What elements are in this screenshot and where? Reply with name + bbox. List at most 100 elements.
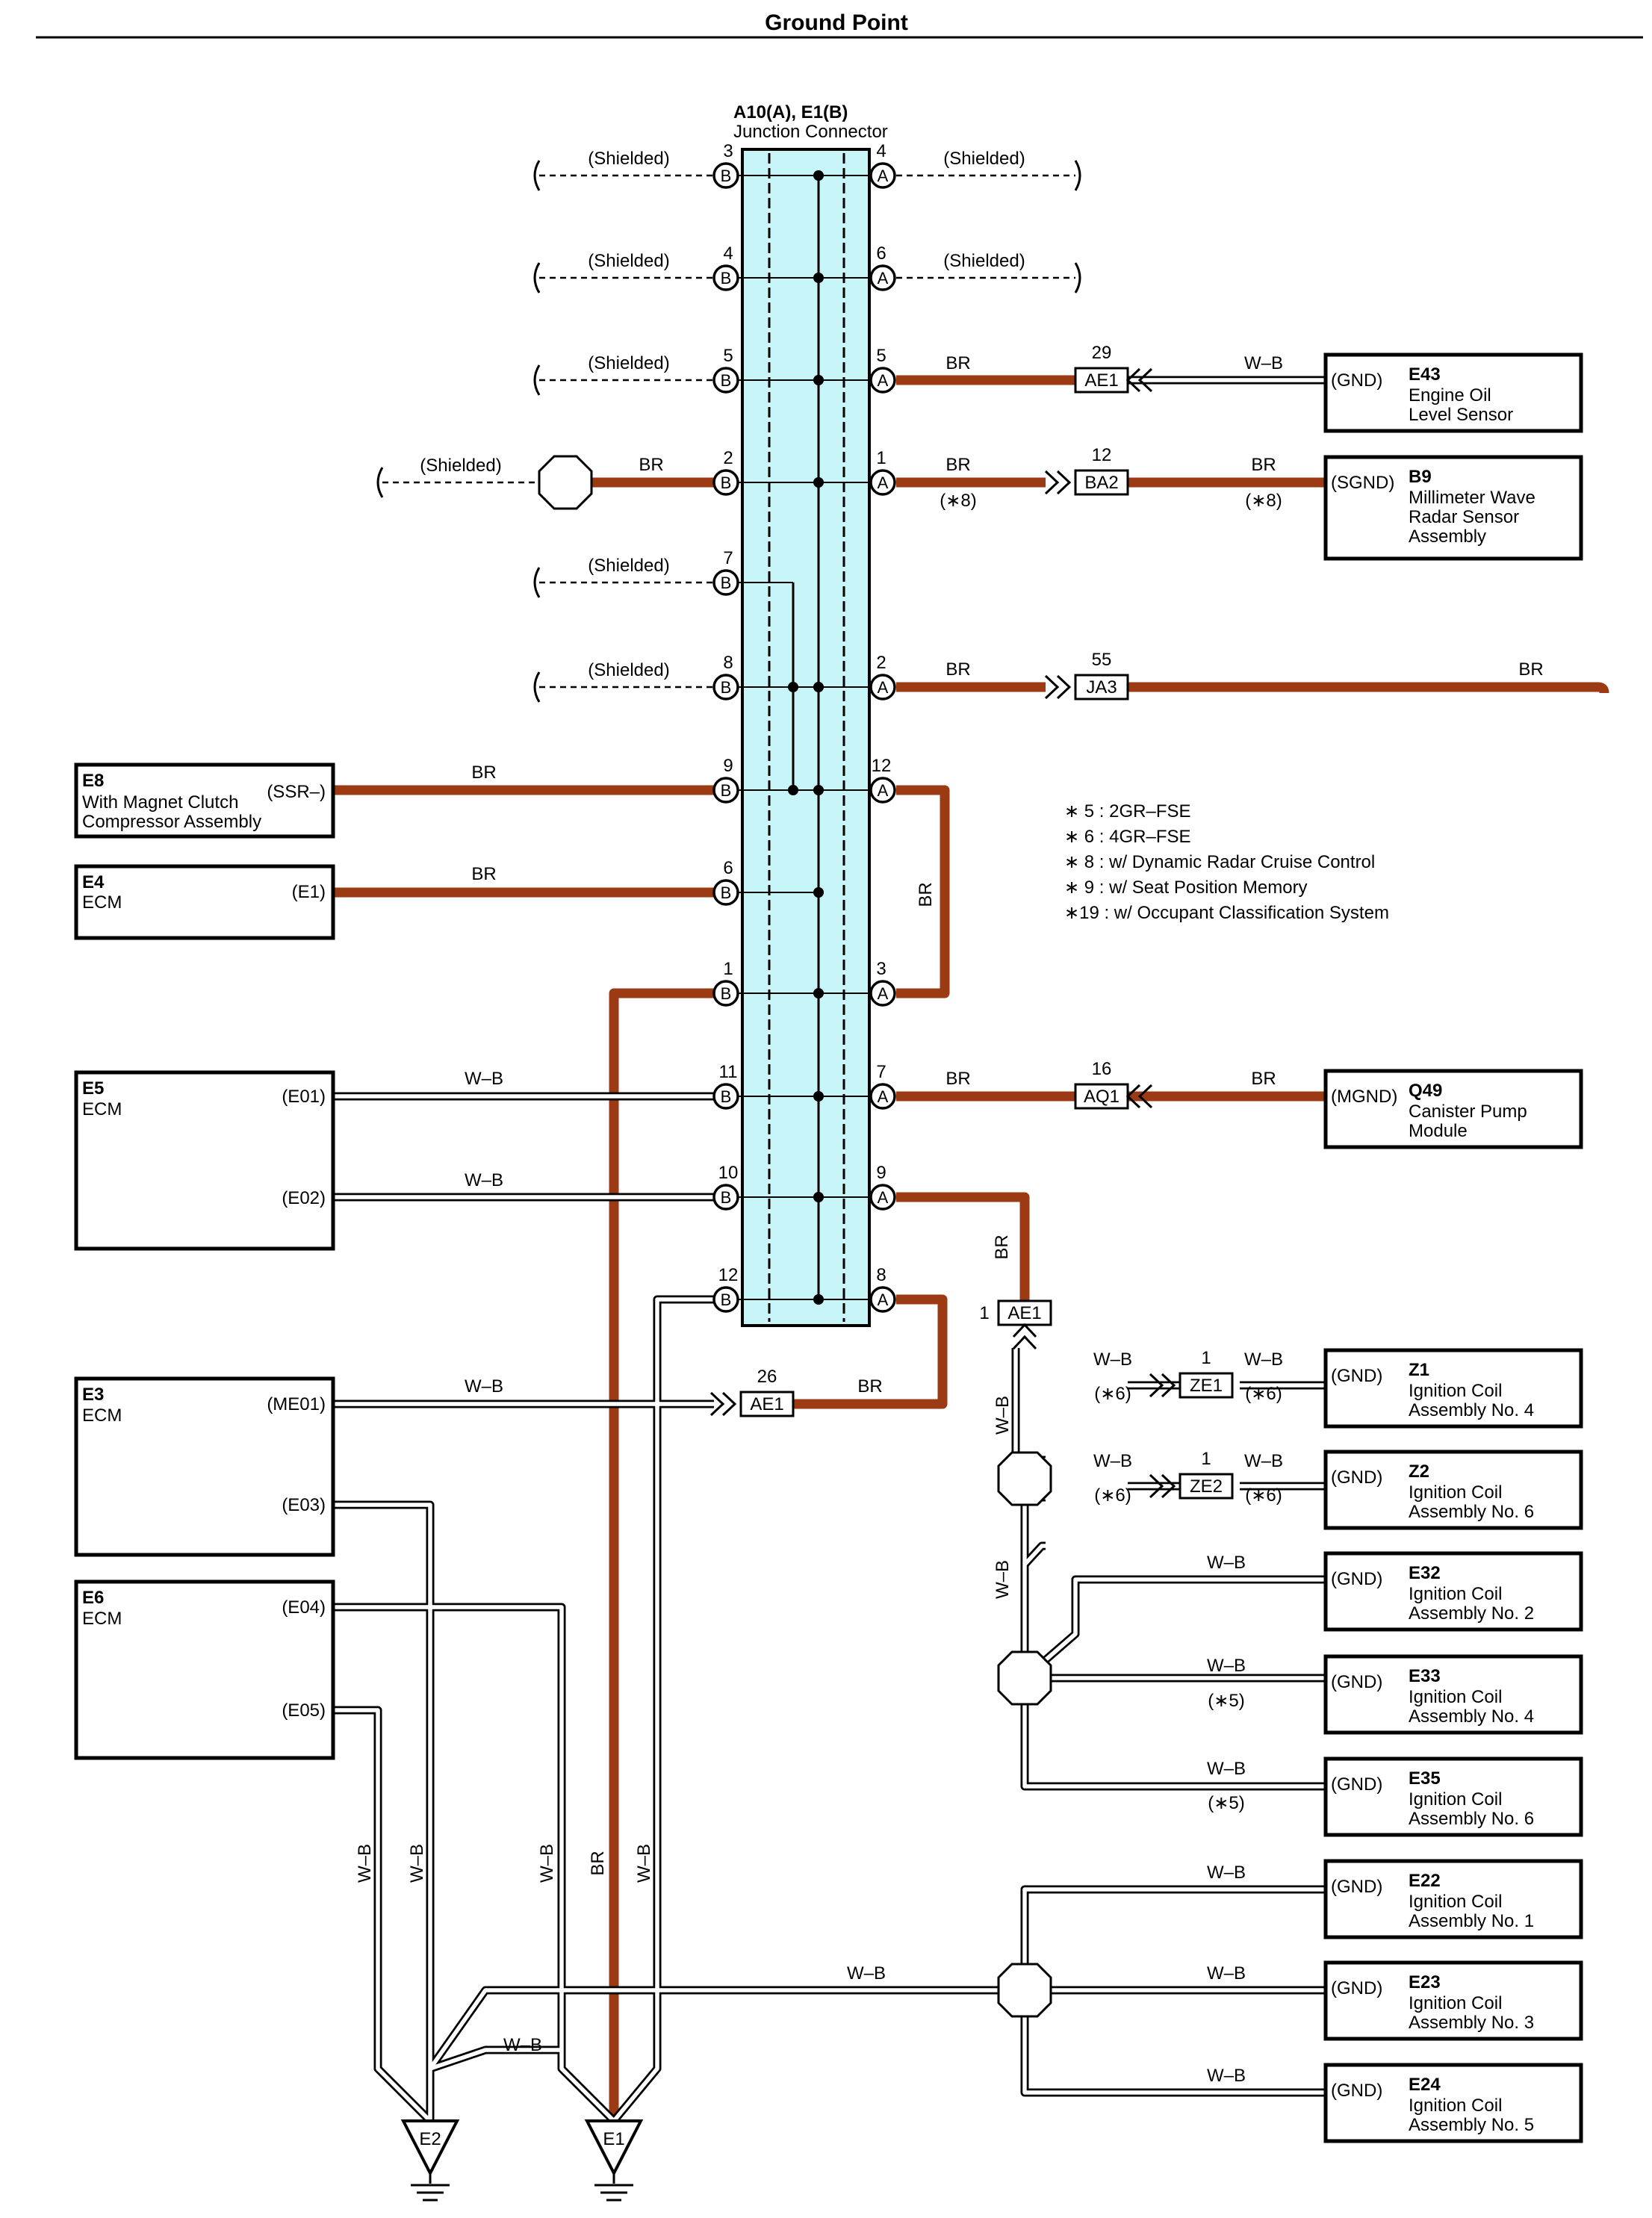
- svg-text:ECM: ECM: [82, 1099, 122, 1119]
- svg-text:E33: E33: [1409, 1666, 1441, 1686]
- connector-ae1-num: 1: [979, 1303, 989, 1323]
- component-e3: E3 ECM (ME01) (E03): [74, 1376, 335, 1557]
- svg-text:2: 2: [876, 653, 886, 673]
- svg-text:Z1: Z1: [1409, 1360, 1429, 1380]
- svg-text:(∗8): (∗8): [1245, 491, 1282, 511]
- svg-text:11: 11: [719, 1062, 738, 1082]
- junction-pin-numbers: 3 4 5 2 7 8 9 6 1 11 10 12 4 6 5 1 2 12 …: [718, 141, 892, 1285]
- svg-text:W–B: W–B: [1207, 1656, 1246, 1676]
- svg-text:(E1): (E1): [292, 882, 326, 902]
- svg-text:Q49: Q49: [1409, 1081, 1442, 1101]
- svg-text:Module: Module: [1409, 1121, 1468, 1141]
- svg-text:BR: BR: [1518, 659, 1543, 680]
- svg-text:ECM: ECM: [82, 1405, 122, 1426]
- svg-text:(GND): (GND): [1331, 2081, 1382, 2101]
- svg-text:(E02): (E02): [282, 1188, 326, 1208]
- svg-text:Assembly: Assembly: [1409, 526, 1486, 547]
- connector-ze1-num: 1: [1201, 1348, 1211, 1368]
- svg-text:Z2: Z2: [1409, 1461, 1429, 1482]
- svg-text:W–B: W–B: [465, 1069, 503, 1089]
- svg-text:Ignition Coil: Ignition Coil: [1409, 1892, 1502, 1912]
- svg-text:(E04): (E04): [282, 1597, 326, 1618]
- svg-text:(GND): (GND): [1331, 1774, 1382, 1795]
- svg-text:ECM: ECM: [82, 1609, 122, 1629]
- svg-text:(∗6): (∗6): [1094, 1485, 1131, 1506]
- svg-text:W–B: W–B: [465, 1170, 503, 1190]
- svg-text:Ignition Coil: Ignition Coil: [1409, 1993, 1502, 2013]
- svg-text:BR: BR: [945, 353, 970, 373]
- svg-text:E1: E1: [603, 2129, 624, 2149]
- svg-text:5: 5: [876, 346, 886, 366]
- svg-text:Canister Pump: Canister Pump: [1409, 1102, 1527, 1122]
- component-e6: E6 ECM (E04) (E05): [74, 1579, 335, 1760]
- inline-connectors: [709, 367, 1234, 1500]
- svg-text:B9: B9: [1409, 467, 1432, 487]
- svg-text:Assembly No. 6: Assembly No. 6: [1409, 1809, 1534, 1829]
- svg-text:Assembly No. 5: Assembly No. 5: [1409, 2115, 1534, 2135]
- svg-text:E22: E22: [1409, 1871, 1441, 1891]
- svg-text:BR: BR: [945, 659, 970, 680]
- svg-text:Compressor Assembly: Compressor Assembly: [82, 812, 261, 832]
- svg-text:(ME01): (ME01): [267, 1394, 326, 1414]
- svg-text:E35: E35: [1409, 1768, 1441, 1789]
- svg-text:BR: BR: [471, 762, 496, 783]
- shielded-wires-left: [376, 160, 714, 703]
- svg-text:Radar Sensor: Radar Sensor: [1409, 507, 1519, 527]
- svg-text:4: 4: [876, 141, 886, 161]
- svg-text:3: 3: [723, 141, 733, 161]
- svg-text:(MGND): (MGND): [1331, 1087, 1397, 1107]
- svg-text:BR: BR: [945, 1069, 970, 1089]
- connector-ae1-name: AE1: [1084, 370, 1118, 391]
- connector-ze1-name: ZE1: [1190, 1376, 1223, 1396]
- connector-ze2-num: 1: [1201, 1449, 1211, 1469]
- svg-text:3: 3: [876, 959, 886, 979]
- shielded-label: (Shielded): [588, 556, 669, 576]
- svg-text:(∗6): (∗6): [1094, 1384, 1131, 1404]
- svg-text:W–B: W–B: [993, 1396, 1013, 1435]
- svg-text:(GND): (GND): [1331, 1366, 1382, 1386]
- svg-text:Engine Oil: Engine Oil: [1409, 385, 1491, 406]
- svg-text:(E05): (E05): [282, 1700, 326, 1721]
- svg-text:1: 1: [723, 959, 733, 979]
- component-e8: E8 (SSR–) With Magnet Clutch Compressor …: [74, 762, 335, 839]
- svg-text:6: 6: [723, 858, 733, 878]
- connector-aq1-num: 16: [1092, 1059, 1112, 1079]
- shielded-label: (Shielded): [420, 456, 501, 476]
- svg-text:8: 8: [723, 653, 733, 673]
- svg-text:Assembly No. 2: Assembly No. 2: [1409, 1603, 1534, 1624]
- svg-text:W–B: W–B: [1093, 1451, 1132, 1471]
- svg-text:W–B: W–B: [1093, 1349, 1132, 1370]
- component-e4: E4 (E1) ECM: [74, 864, 335, 940]
- svg-text:BR: BR: [639, 455, 663, 475]
- svg-text:Ignition Coil: Ignition Coil: [1409, 1482, 1502, 1503]
- svg-text:BR: BR: [1251, 1069, 1276, 1089]
- svg-text:(GND): (GND): [1331, 1978, 1382, 1998]
- ground-e2: E2: [400, 2119, 460, 2202]
- svg-text:E3: E3: [82, 1385, 104, 1405]
- svg-text:(GND): (GND): [1331, 1672, 1382, 1692]
- notes-legend: ∗ 5 : 2GR–FSE ∗ 6 : 4GR–FSE ∗ 8 : w/ Dyn…: [1064, 801, 1389, 923]
- svg-text:E43: E43: [1409, 364, 1441, 385]
- svg-text:Assembly No. 1: Assembly No. 1: [1409, 1911, 1534, 1931]
- svg-text:W–B: W–B: [1207, 1553, 1246, 1573]
- svg-text:1: 1: [876, 448, 886, 468]
- shielded-label: (Shielded): [588, 251, 669, 271]
- svg-text:12: 12: [718, 1265, 739, 1285]
- svg-text:7: 7: [723, 548, 733, 568]
- svg-text:(∗5): (∗5): [1208, 1793, 1244, 1813]
- svg-text:8: 8: [876, 1265, 886, 1285]
- svg-text:6: 6: [876, 243, 886, 264]
- wb-wires: [333, 376, 1326, 2124]
- svg-text:W–B: W–B: [847, 1963, 886, 1984]
- wire-labels: BR BR (∗8) BR (∗8) BR BR BR BR BR W–B W–…: [355, 353, 1544, 2086]
- svg-text:(∗8): (∗8): [940, 491, 976, 511]
- svg-text:Ignition Coil: Ignition Coil: [1409, 1789, 1502, 1809]
- svg-text:W–B: W–B: [1244, 1349, 1283, 1370]
- svg-text:∗ 8 : w/ Dynamic Radar Cruise: ∗ 8 : w/ Dynamic Radar Cruise Control: [1064, 852, 1375, 872]
- junction-pins-a: [869, 162, 896, 1313]
